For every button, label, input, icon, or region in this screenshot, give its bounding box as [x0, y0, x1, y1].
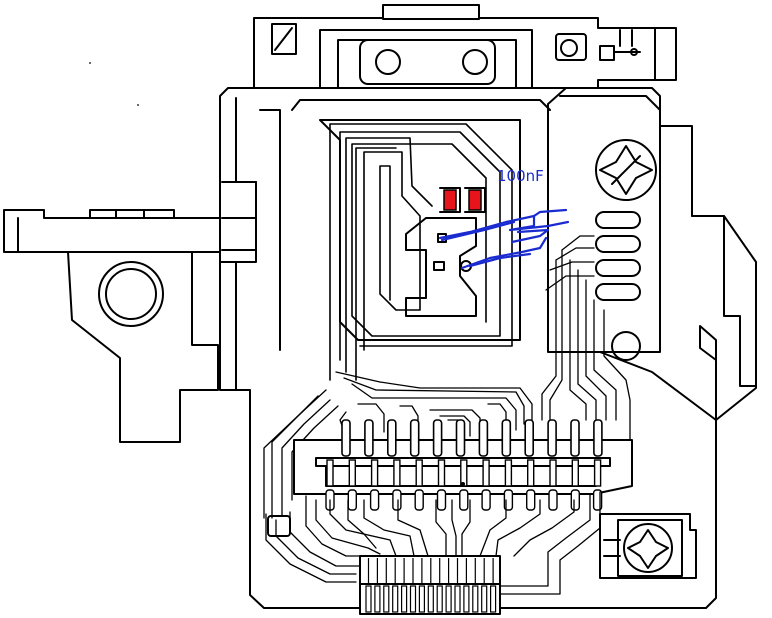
connector-top-pin [386, 419, 397, 457]
flex-finger [392, 585, 399, 613]
flex-finger [445, 585, 452, 613]
pcb-traces-lower [265, 491, 601, 595]
flex-finger [427, 585, 434, 613]
connector-slot-contact [504, 459, 513, 487]
pcb-traces-upper [329, 123, 513, 381]
flex-cable-fingers [365, 558, 497, 613]
flex-finger [374, 585, 381, 613]
connector-slot-contact [437, 459, 446, 487]
flex-finger [454, 585, 461, 613]
connector-bottom-pin [526, 489, 536, 511]
connector-top-pin [593, 419, 603, 457]
connector-slot-contact [593, 459, 602, 487]
connector-top-pin [524, 419, 535, 457]
connector-top-pin [341, 419, 351, 457]
connector-slot-contact [482, 459, 490, 487]
connector-slot-contact [460, 459, 468, 487]
flex-finger [490, 585, 497, 613]
flex-finger [409, 585, 417, 613]
connector-top-pin [364, 419, 374, 457]
connector-bottom-pin [548, 489, 558, 511]
connector-top-pin [478, 419, 489, 457]
pcb-traces-fan-upper [263, 371, 533, 519]
connector-bottom-pin [570, 489, 580, 511]
flex-cable [359, 555, 501, 615]
capacitor-value-label: 100nF [497, 167, 544, 185]
connector-bottom-pin [369, 489, 380, 511]
top-housing [253, 4, 677, 89]
connector-bottom-pin [392, 489, 402, 511]
lower-right-screw [599, 513, 697, 579]
connector-slot-contact [370, 459, 379, 487]
connector-top-pin [409, 419, 420, 457]
connector-slot-contact [571, 459, 579, 487]
connector-top-pin [547, 419, 557, 457]
flex-finger [383, 585, 390, 613]
flex-finger [418, 585, 425, 613]
connector-slot-contact [415, 459, 423, 487]
flex-finger [436, 585, 443, 613]
connector-top-pin [501, 419, 512, 457]
flex-finger [463, 585, 470, 613]
connector-slot-contact [549, 459, 557, 487]
connector-top-pins [341, 419, 603, 457]
connector-bottom-pin [459, 489, 469, 511]
pad-right [468, 189, 482, 211]
connector-slot-contact [326, 459, 334, 487]
connector-slot-contact [527, 459, 535, 487]
connector-bottom-pin [481, 489, 491, 511]
smd-capacitor-pads [439, 187, 486, 213]
connector-top-pin [570, 419, 580, 457]
flex-finger [472, 585, 479, 613]
flex-finger [481, 585, 488, 613]
connector-bottom-pin [436, 489, 447, 511]
connector-top-pin [455, 419, 466, 457]
connector-slot-contact [393, 459, 401, 487]
connector-bottom-pins [325, 459, 603, 511]
connector-top-pin [432, 419, 443, 457]
flex-finger [401, 585, 408, 613]
fpc-connector [293, 419, 633, 511]
pcb-traces-right [541, 235, 631, 441]
flex-finger [365, 585, 372, 613]
pad-left [443, 189, 457, 211]
connector-bottom-pin [347, 489, 357, 511]
connector-slot-contact [348, 459, 356, 487]
left-mounting-arm [3, 209, 221, 443]
hand-drawn-capacitor-mod: 100nF [438, 167, 570, 270]
connector-bottom-pin [414, 489, 424, 511]
